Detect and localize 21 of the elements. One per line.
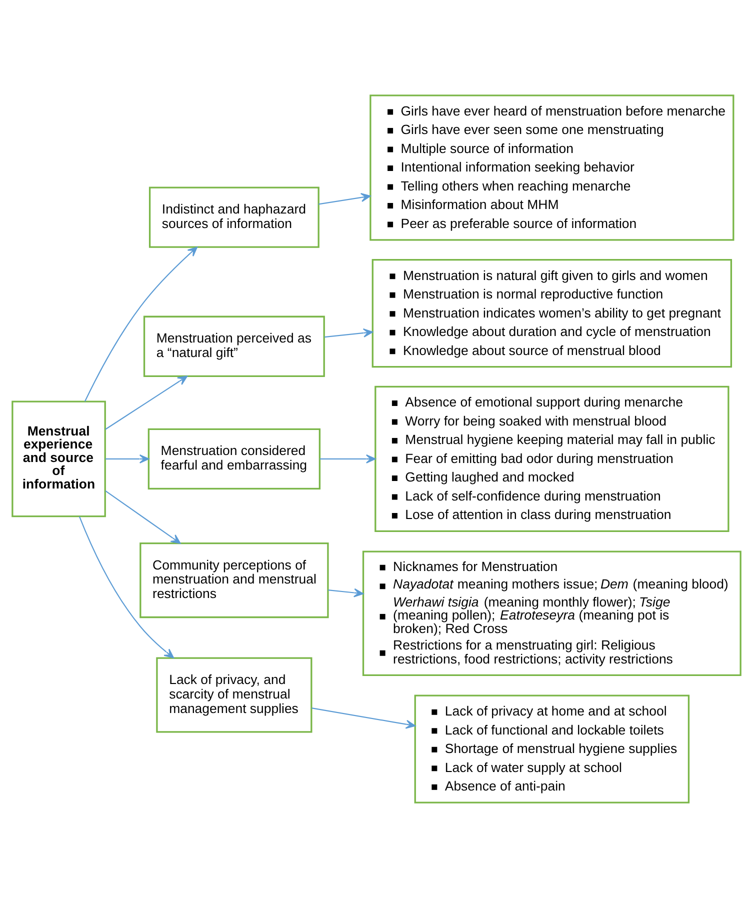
node-box: Indistinct and haphazard sources of information — [148, 186, 320, 248]
node-box: Lack of privacy at home and at school Lack of functional and lockable toilets Shortage of menstrual hygiene supplies Lack of water supply at school Absence of anti-pain — [414, 694, 690, 804]
node-box: Lack of privacy, and scarcity of menstrual management supplies — [156, 657, 312, 733]
node-box: Menstruation considered fearful and embarrassing — [148, 428, 321, 490]
arrow — [324, 328, 374, 338]
arrow — [320, 454, 376, 464]
arrow — [105, 376, 188, 430]
arrow — [105, 490, 181, 544]
node-box: Girls have ever heard of menstruation before menarche Girls have ever seen some one menstruating Multiple source of information Intentional information seeking behavior Telling others when reaching menarche Misinformation about MHM Peer as preferable source of information — [370, 94, 734, 241]
arrow — [312, 708, 416, 729]
node-box: Menstruation is natural gift given to girls and women Menstruation is normal reproductive function Menstruation indicates women’s ability to get pregnant Knowledge about duration and cycle of menstruation Knowledge about source of menstrual blood — [372, 258, 732, 368]
node-box: Menstruation perceived as a “natural gift” — [143, 316, 325, 378]
arrow — [78, 516, 174, 658]
arrow — [328, 588, 364, 598]
arrow — [318, 193, 371, 205]
node-box: Menstrual experience and source of information — [12, 400, 106, 518]
node-box: Community perceptions of menstruation and menstrual restrictions — [140, 542, 329, 618]
arrow — [84, 246, 198, 402]
arrow — [105, 454, 150, 464]
node-box: Nicknames for Menstruation Nayadotat meaning mothers issue; Dem (meaning blood) Werhawi tsigia (meaning monthly flower); Tsige (meaning pollen); Eatroteseyra (meaning pot is broken); Red Cross Restrictions for a menstruating girl: Religious restrictions, food restrictions; activity restrictions — [362, 550, 742, 676]
node-box: Absence of emotional support during menarche Worry for being soaked with menstrual blood Menstrual hygiene keeping material may fall in public Fear of emitting bad odor during menstruation Getting laughed and mocked Lack of self-confidence during menstruation Lose of attention in class during menstruation — [374, 386, 730, 532]
